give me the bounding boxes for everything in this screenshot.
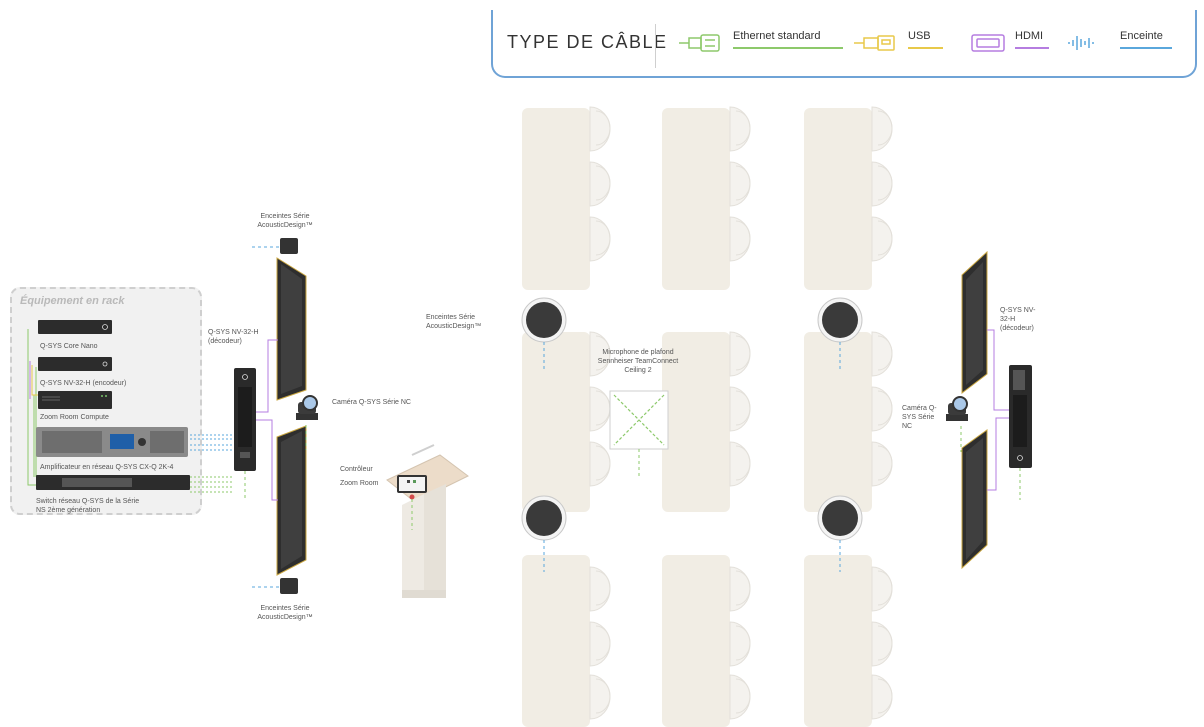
legend-line-ethernet [733, 47, 843, 49]
legend-line-speaker [1120, 47, 1172, 49]
legend-label-usb: USB [908, 30, 931, 42]
left-decoder [234, 368, 256, 471]
table-bottom-1 [522, 555, 590, 727]
legend-line-hdmi [1015, 47, 1049, 49]
table-mid-1 [522, 332, 590, 512]
table-bottom-2 [662, 555, 730, 727]
podium [386, 444, 469, 598]
rack-label-amplifier: Amplificateur en réseau Q-SYS CX-Q 2K-4 [40, 464, 174, 471]
legend-label-hdmi: HDMI [1015, 30, 1044, 42]
legend-label-ethernet: Ethernet standard [733, 30, 821, 42]
camera-right [946, 396, 968, 421]
rack-label-encoder: Q-SYS NV-32-H (encodeur) [40, 380, 127, 387]
table-mid-3 [804, 332, 872, 512]
label-decoder-right: Q-SYS NV-32-H (décodeur) [1000, 307, 1036, 332]
speaker-wave-icon [1068, 36, 1094, 50]
legend-divider [655, 24, 656, 68]
label-camera-right: Caméra Q-SYS Série NC [902, 405, 937, 430]
table-top-1 [522, 108, 590, 290]
right-decoder [1009, 365, 1032, 468]
table-top-2 [662, 108, 730, 290]
hdmi-cables-left [256, 339, 278, 501]
ethernet-cables-decoders [244, 425, 1021, 500]
ceiling-speakers [521, 297, 863, 572]
rack-label-core-nano: Q-SYS Core Nano [40, 343, 98, 350]
label-speakers-top: Enceintes Série AcousticDesign™ [257, 213, 313, 229]
cable-type-legend: TYPE DE CÂBLE Ethernet standard USB HDMI… [491, 10, 1197, 78]
label-speakers-ceiling: Enceintes Série AcousticDesign™ [426, 314, 482, 330]
wall-speaker-bottom [252, 578, 298, 594]
rack-title: Équipement en rack [20, 295, 125, 307]
wall-speaker-top [252, 238, 298, 254]
legend-label-speaker: Enceinte [1120, 30, 1163, 42]
legend-title: TYPE DE CÂBLE [507, 32, 668, 52]
table-bottom-3 [804, 555, 872, 727]
table-top-3 [804, 108, 872, 290]
ceiling-microphone [609, 390, 669, 476]
right-displays [961, 250, 988, 570]
hdmi-connector-icon [971, 34, 1005, 52]
label-microphone: Microphone de plafond Sennheiser TeamCon… [597, 349, 679, 374]
label-decoder-left: Q-SYS NV-32-H (décodeur) [208, 329, 259, 345]
label-controller: Contrôleur Zoom Room [340, 466, 379, 487]
table-mid-2 [662, 332, 730, 512]
hdmi-cables-right [987, 329, 1009, 491]
ethernet-connector-icon [679, 34, 720, 52]
left-displays [276, 257, 307, 576]
rack-label-zoom-compute: Zoom Room Compute [40, 414, 109, 421]
label-camera-left: Caméra Q-SYS Série NC [332, 399, 411, 406]
camera-left [296, 395, 318, 420]
rack-devices [27, 320, 232, 493]
legend-line-usb [908, 47, 943, 49]
conference-tables [522, 108, 872, 727]
rack-label-switch: Switch réseau Q-SYS de la Série NS 2ème … [36, 498, 140, 514]
usb-connector-icon [854, 35, 895, 51]
label-speakers-bottom: Enceintes Série AcousticDesign™ [257, 605, 313, 621]
